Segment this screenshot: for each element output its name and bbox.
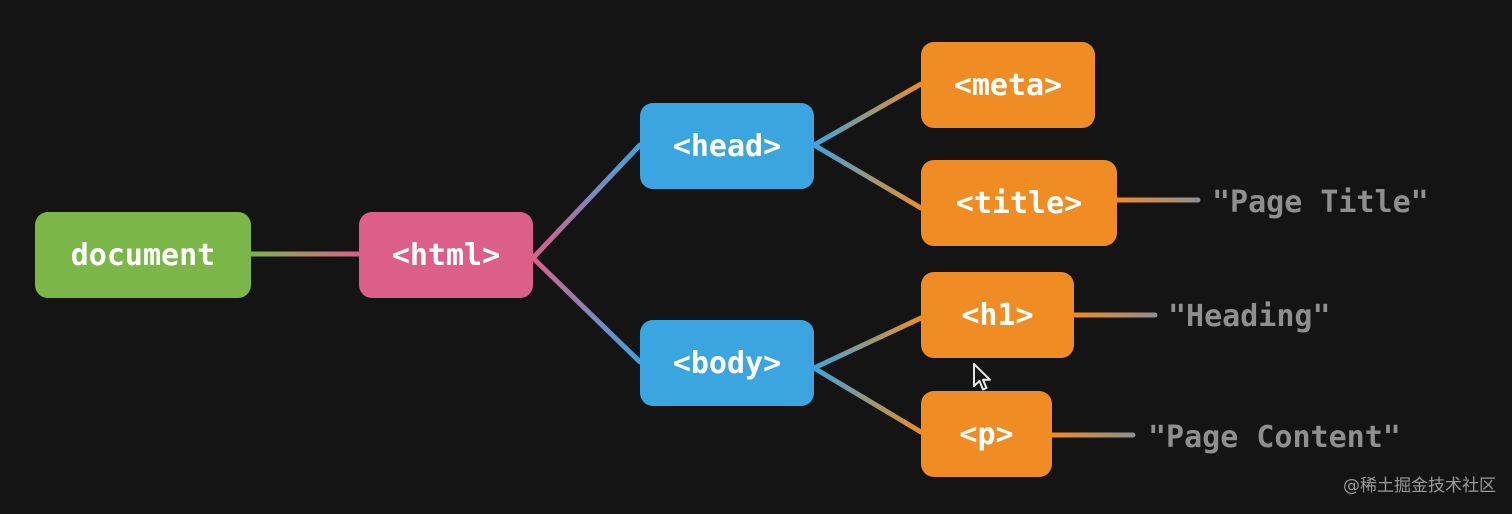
edge-head-meta — [811, 81, 924, 148]
text-node-page-title: "Page Title" — [1212, 185, 1429, 220]
edge-html-body — [530, 255, 643, 365]
node-h1: <h1> — [921, 272, 1074, 358]
text-node-page-content: "Page Content" — [1148, 420, 1401, 455]
node-head: <head> — [640, 103, 814, 189]
node-html: <html> — [359, 212, 533, 298]
watermark: @稀土掘金技术社区 — [1343, 476, 1496, 496]
node-meta: <meta> — [921, 42, 1095, 128]
mouse-pointer-icon — [973, 363, 991, 391]
edge-body-p — [811, 365, 924, 435]
text-node-heading: "Heading" — [1168, 299, 1331, 334]
edge-html-head — [530, 142, 643, 261]
node-document: document — [35, 212, 251, 298]
node-p: <p> — [921, 391, 1052, 477]
node-title: <title> — [921, 160, 1117, 246]
edge-head-title — [811, 142, 924, 211]
node-body: <body> — [640, 320, 814, 406]
edge-body-h1 — [811, 315, 924, 371]
